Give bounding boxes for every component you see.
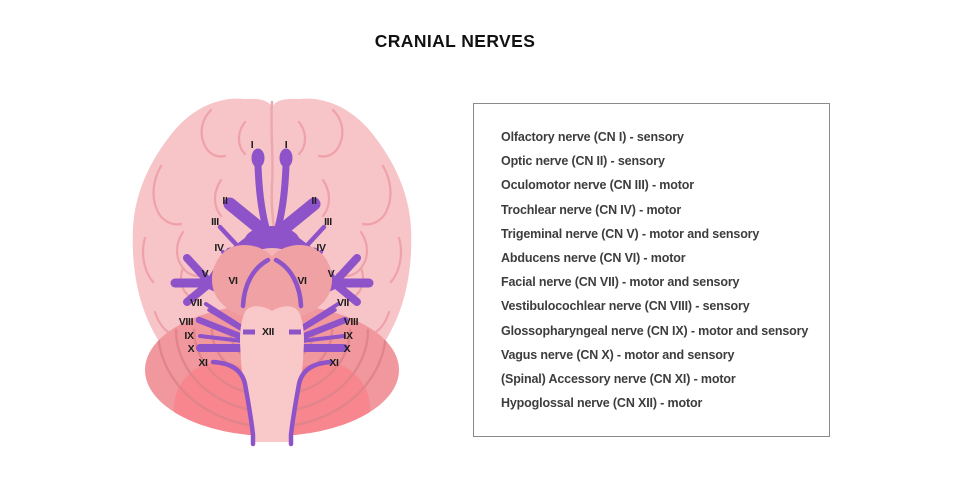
nerve-numeral-VIII: VIII <box>344 316 359 328</box>
nerve-numeral-X: X <box>188 343 195 355</box>
vestibulocochlear-nerve <box>195 316 349 341</box>
accessory-nerve <box>210 359 334 447</box>
nerve-numeral-VI: VI <box>297 275 307 287</box>
nerve-numeral-IX: IX <box>343 330 353 342</box>
nerve-numeral-XI: XI <box>329 357 339 369</box>
nerve-numeral-IX: IX <box>184 330 194 342</box>
longitudinal-fissure <box>270 100 277 238</box>
legend-item: Vagus nerve (CN X) - motor and sensory <box>501 347 735 362</box>
brain-diagram: IIIIIIIIIIIIIVIVVVVIVIVIIVIIVIIIVIIIIXIX… <box>132 98 412 447</box>
nerve-numeral-IV: IV <box>214 242 224 254</box>
nerve-numeral-VII: VII <box>337 297 349 309</box>
legend-item: Optic nerve (CN II) - sensory <box>501 154 665 169</box>
nerve-numeral-VI: VI <box>228 275 238 287</box>
page-title: CRANIAL NERVES <box>374 31 536 51</box>
legend-item: (Spinal) Accessory nerve (CN XI) - motor <box>501 371 736 386</box>
nerve-numeral-I: I <box>285 139 288 151</box>
nerve-numeral-XII: XII <box>262 326 274 338</box>
nerve-numeral-III: III <box>324 216 332 228</box>
nerve-numeral-VIII: VIII <box>179 316 194 328</box>
legend-item: Vestibulocochlear nerve (CN VIII) - sens… <box>501 299 750 314</box>
nerve-numeral-I: I <box>251 139 254 151</box>
nerve-numeral-VII: VII <box>190 297 202 309</box>
legend-item: Hypoglossal nerve (CN XII) - motor <box>501 396 703 411</box>
legend-item: Olfactory nerve (CN I) - sensory <box>501 130 684 144</box>
nerve-numeral-XI: XI <box>198 357 208 369</box>
nerve-numeral-II: II <box>222 195 228 207</box>
legend-item: Trigeminal nerve (CN V) - motor and sens… <box>501 226 760 241</box>
legend-item: Trochlear nerve (CN IV) - motor <box>501 202 682 217</box>
nerve-numeral-X: X <box>344 343 351 355</box>
legend-item: Facial nerve (CN VII) - motor and sensor… <box>501 275 740 290</box>
brainstem <box>240 306 304 442</box>
nerve-numeral-IV: IV <box>316 242 326 254</box>
nerve-numeral-V: V <box>328 268 335 280</box>
olfactory-nerve <box>251 148 293 232</box>
legend-item: Oculomotor nerve (CN III) - motor <box>501 178 694 193</box>
legend-item: Abducens nerve (CN VI) - motor <box>501 250 686 265</box>
nerve-numeral-II: II <box>311 195 317 207</box>
facial-nerve <box>204 302 340 333</box>
abducens-nerve <box>240 257 304 309</box>
glossopharyngeal-nerve <box>198 334 346 343</box>
legend-item: Glossopharyngeal nerve (CN IX) - motor a… <box>501 323 809 338</box>
nerve-numeral-V: V <box>202 268 209 280</box>
nerve-numeral-III: III <box>211 216 219 228</box>
